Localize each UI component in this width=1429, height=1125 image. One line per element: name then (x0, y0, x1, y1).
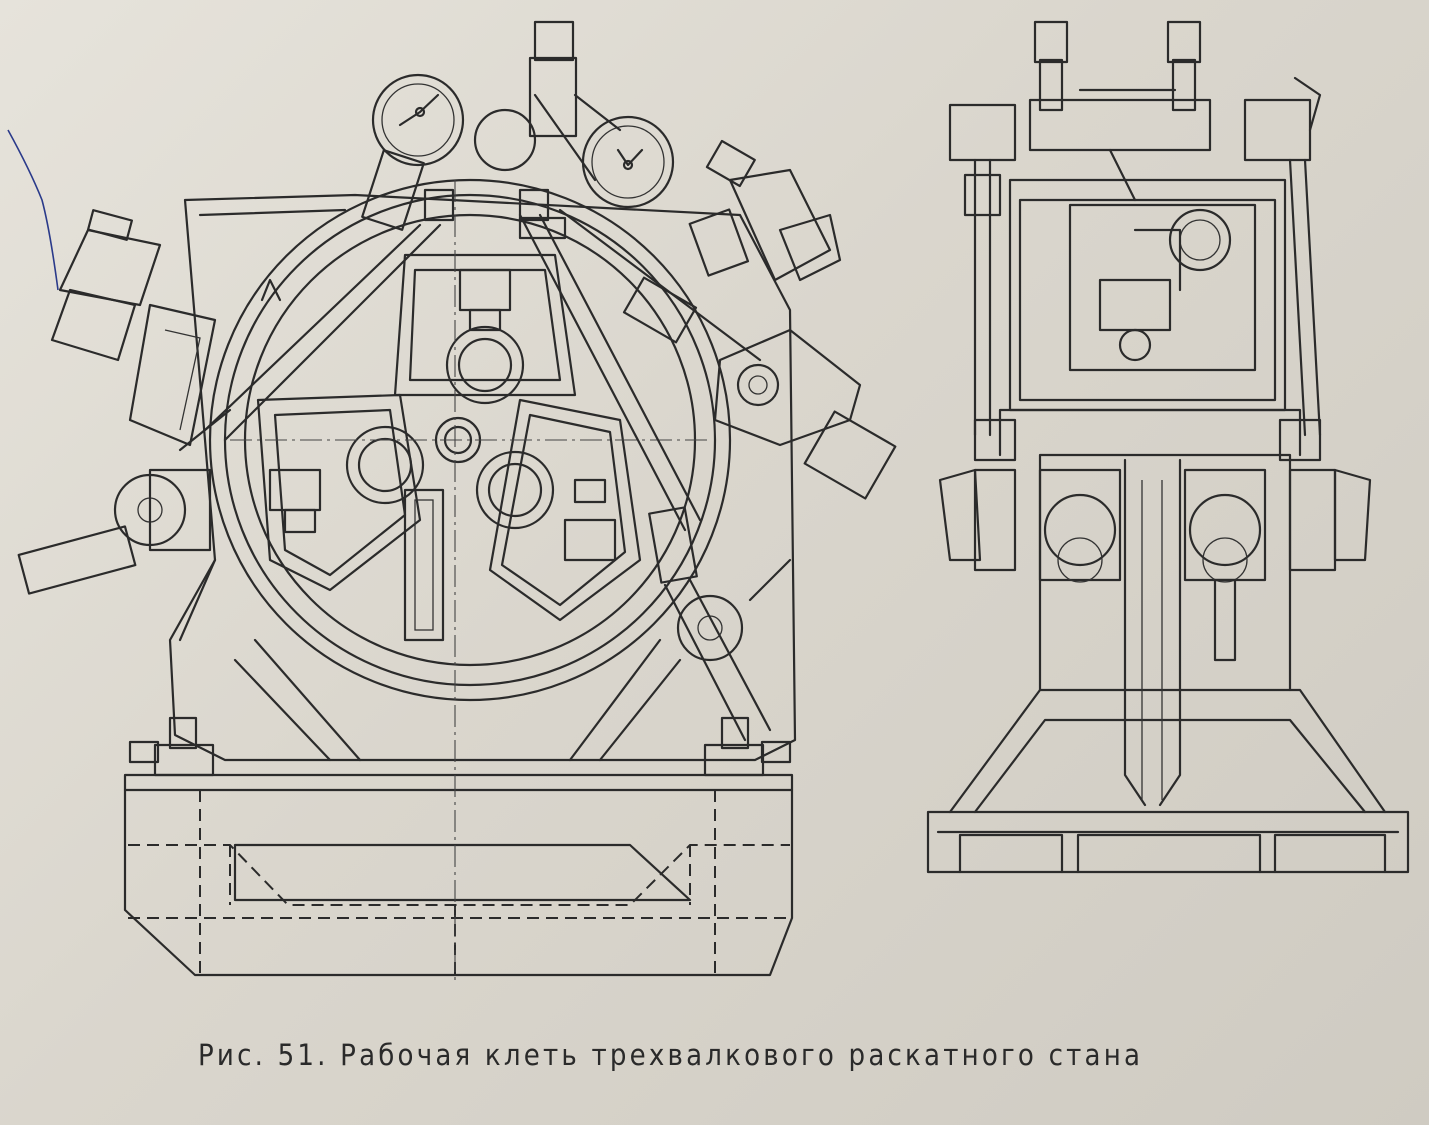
side-view (926, 20, 1410, 874)
left-cylinder (50, 209, 217, 447)
side-base (926, 688, 1410, 874)
roll-chock-right (475, 398, 642, 622)
side-roll-left (973, 468, 1122, 583)
pressure-gauge-right (581, 115, 675, 209)
roll-chock-left (256, 393, 425, 592)
front-view (17, 20, 897, 985)
figure-caption: Рис. 51. Рабочая клеть трехвалкового рас… (198, 1038, 1144, 1072)
valve-block (423, 20, 622, 240)
right-disc-unit (648, 506, 772, 742)
side-upper-housing (1008, 178, 1287, 412)
side-roll-right (1183, 468, 1337, 662)
right-actuator (622, 276, 897, 500)
right-upper-cylinder (688, 139, 842, 282)
left-disc-unit (17, 408, 232, 595)
front-base (123, 716, 794, 977)
side-springs (963, 173, 1322, 462)
roll-chock-top (393, 253, 577, 405)
bottom-spindle (403, 488, 445, 642)
side-top-assembly (948, 20, 1322, 202)
front-housing (168, 193, 797, 762)
pen-mark (7, 129, 59, 291)
pressure-gauge-left (361, 73, 465, 231)
